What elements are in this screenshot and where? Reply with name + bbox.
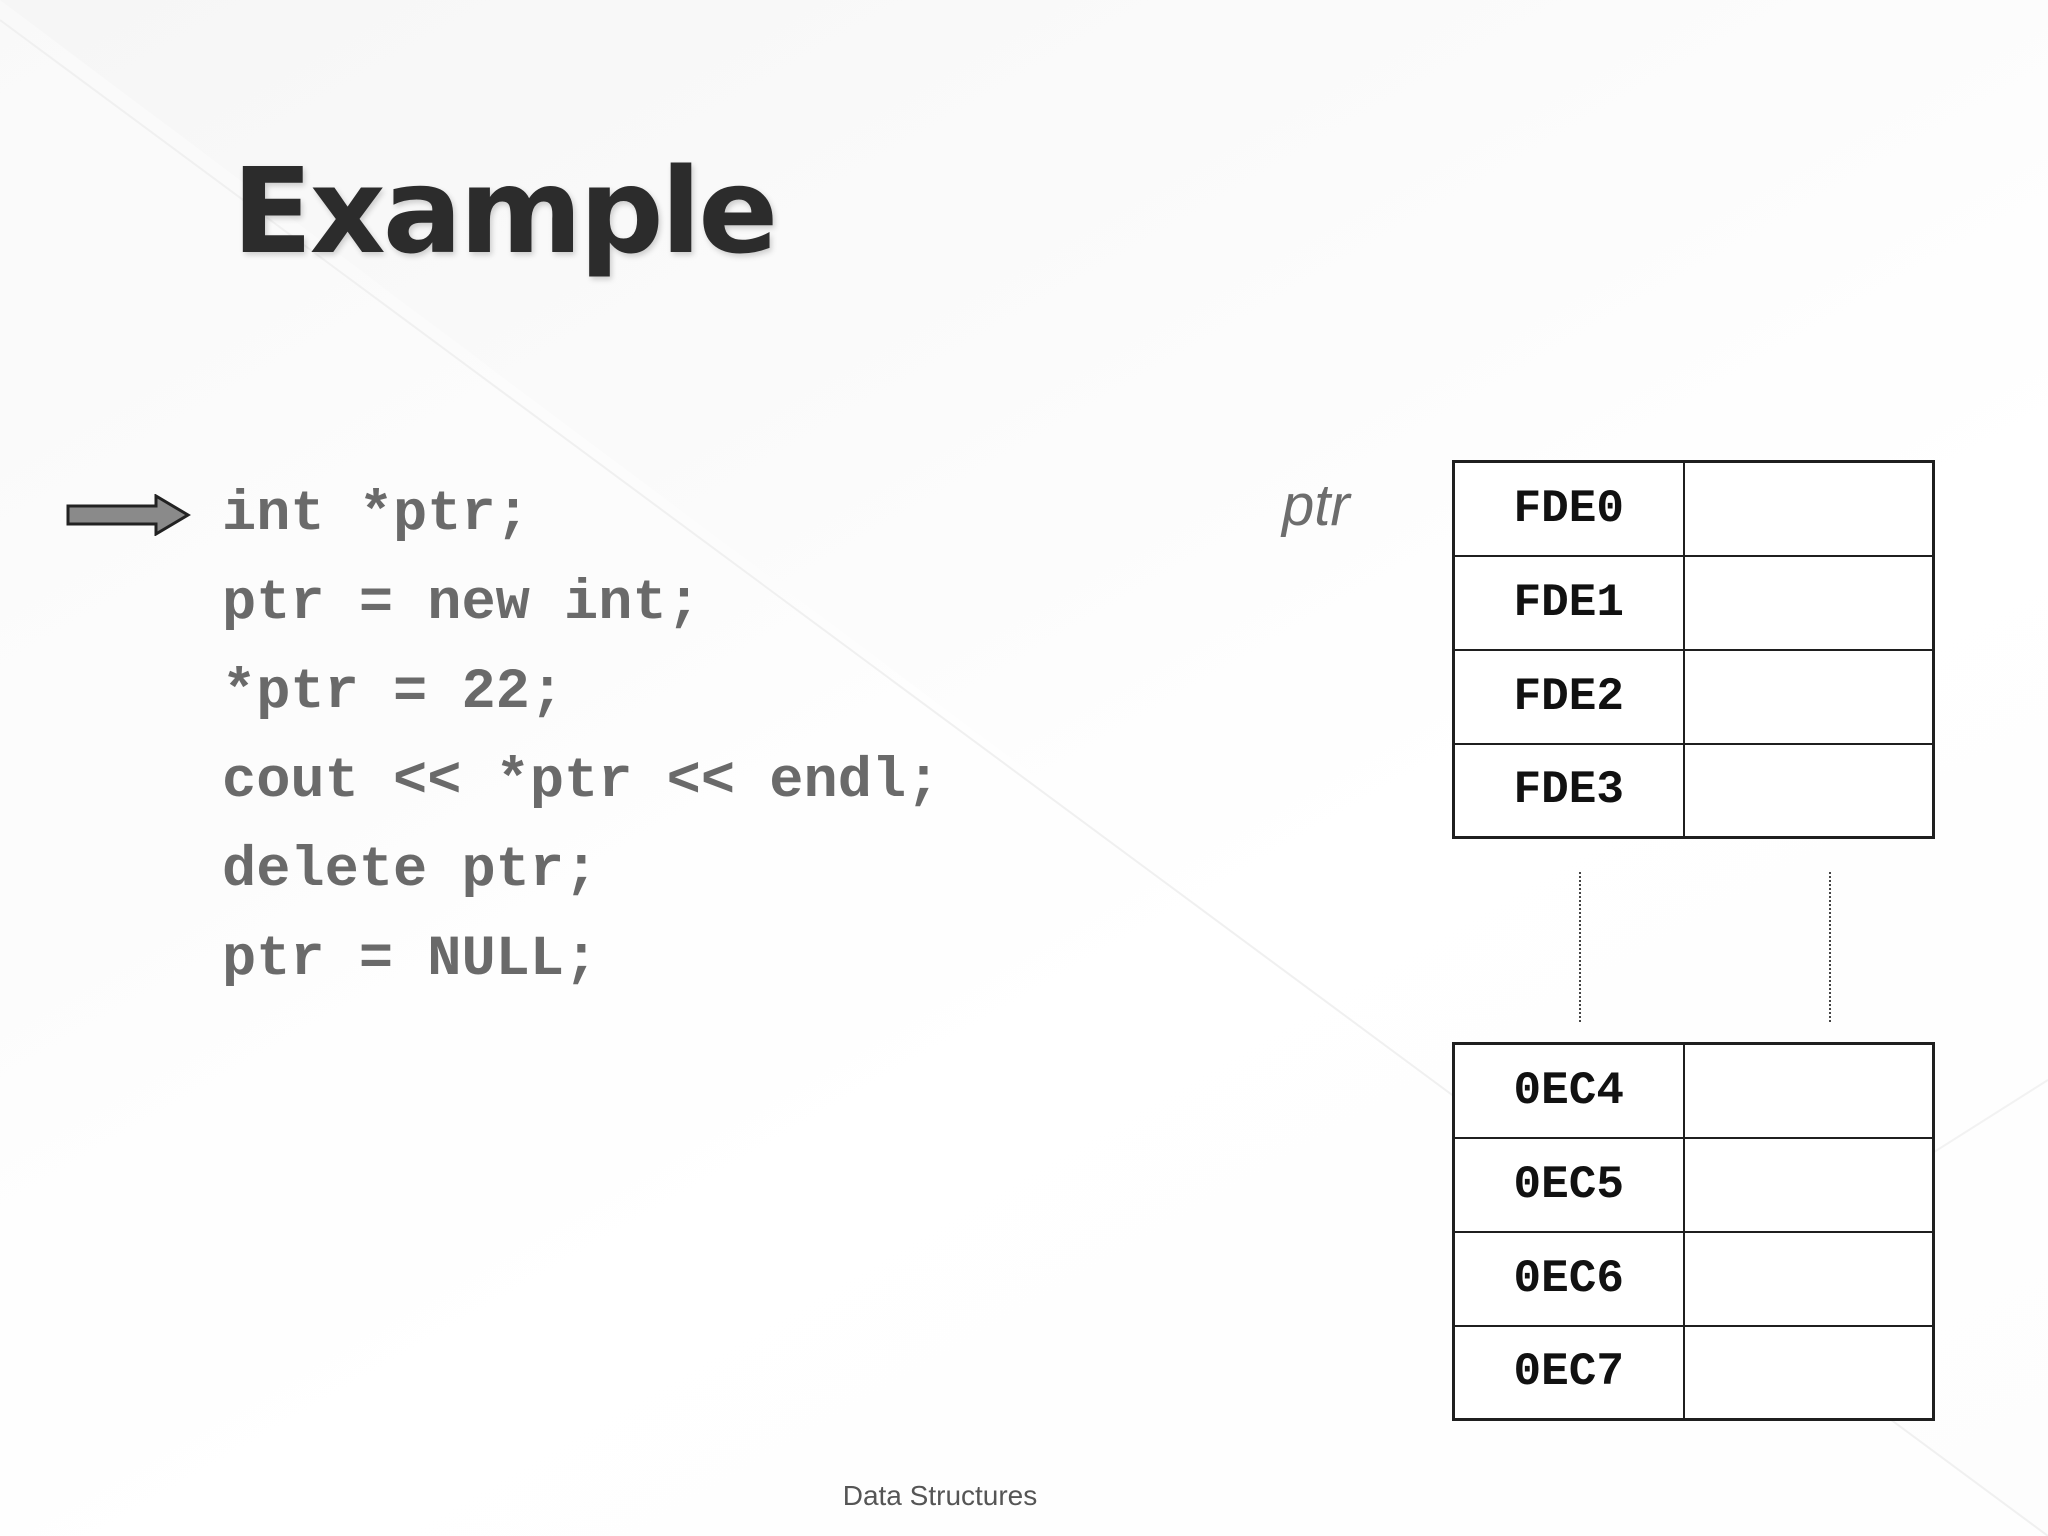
- memory-address: 0EC6: [1452, 1230, 1685, 1327]
- memory-cell: [1682, 742, 1935, 839]
- memory-address: 0EC4: [1452, 1042, 1685, 1139]
- code-line: *ptr = 22;: [222, 661, 565, 725]
- memory-row: 0EC7: [1452, 1324, 1935, 1421]
- right-arrow-icon: [66, 494, 191, 536]
- memory-row: FDE3: [1452, 742, 1935, 839]
- memory-address: FDE3: [1452, 742, 1685, 839]
- memory-cell: [1682, 1042, 1935, 1139]
- code-line: delete ptr;: [222, 839, 599, 903]
- memory-row: FDE0: [1452, 460, 1935, 557]
- memory-row: 0EC6: [1452, 1230, 1935, 1327]
- slide-footer: Data Structures: [842, 1480, 1038, 1511]
- code-listing: int *ptr; ptr = new int; *ptr = 22; cout…: [222, 480, 940, 1014]
- memory-address: FDE2: [1452, 648, 1685, 745]
- memory-cell: [1682, 1230, 1935, 1327]
- memory-row: FDE1: [1452, 554, 1935, 651]
- memory-gap-dots: [1829, 872, 1831, 1022]
- memory-address: FDE1: [1452, 554, 1685, 651]
- memory-row: FDE2: [1452, 648, 1935, 745]
- memory-row: 0EC4: [1452, 1042, 1935, 1139]
- memory-cell: [1682, 554, 1935, 651]
- code-line: cout << *ptr << endl;: [222, 750, 941, 814]
- memory-cell: [1682, 1136, 1935, 1233]
- code-line: ptr = NULL;: [222, 928, 599, 992]
- memory-address: 0EC5: [1452, 1136, 1685, 1233]
- memory-address: 0EC7: [1452, 1324, 1685, 1421]
- memory-block-bottom: 0EC4 0EC5 0EC6 0EC7: [1452, 1042, 1935, 1421]
- memory-cell: [1682, 1324, 1935, 1421]
- code-line: ptr = new int;: [222, 572, 701, 636]
- memory-address: FDE0: [1452, 460, 1685, 557]
- slide-title: Example: [232, 142, 778, 280]
- memory-row: 0EC5: [1452, 1136, 1935, 1233]
- ptr-variable-label: ptr: [1282, 473, 1350, 538]
- code-line: int *ptr;: [222, 483, 530, 547]
- memory-cell: [1682, 460, 1935, 557]
- memory-block-top: FDE0 FDE1 FDE2 FDE3: [1452, 460, 1935, 839]
- memory-gap-dots: [1579, 872, 1581, 1022]
- memory-cell: [1682, 648, 1935, 745]
